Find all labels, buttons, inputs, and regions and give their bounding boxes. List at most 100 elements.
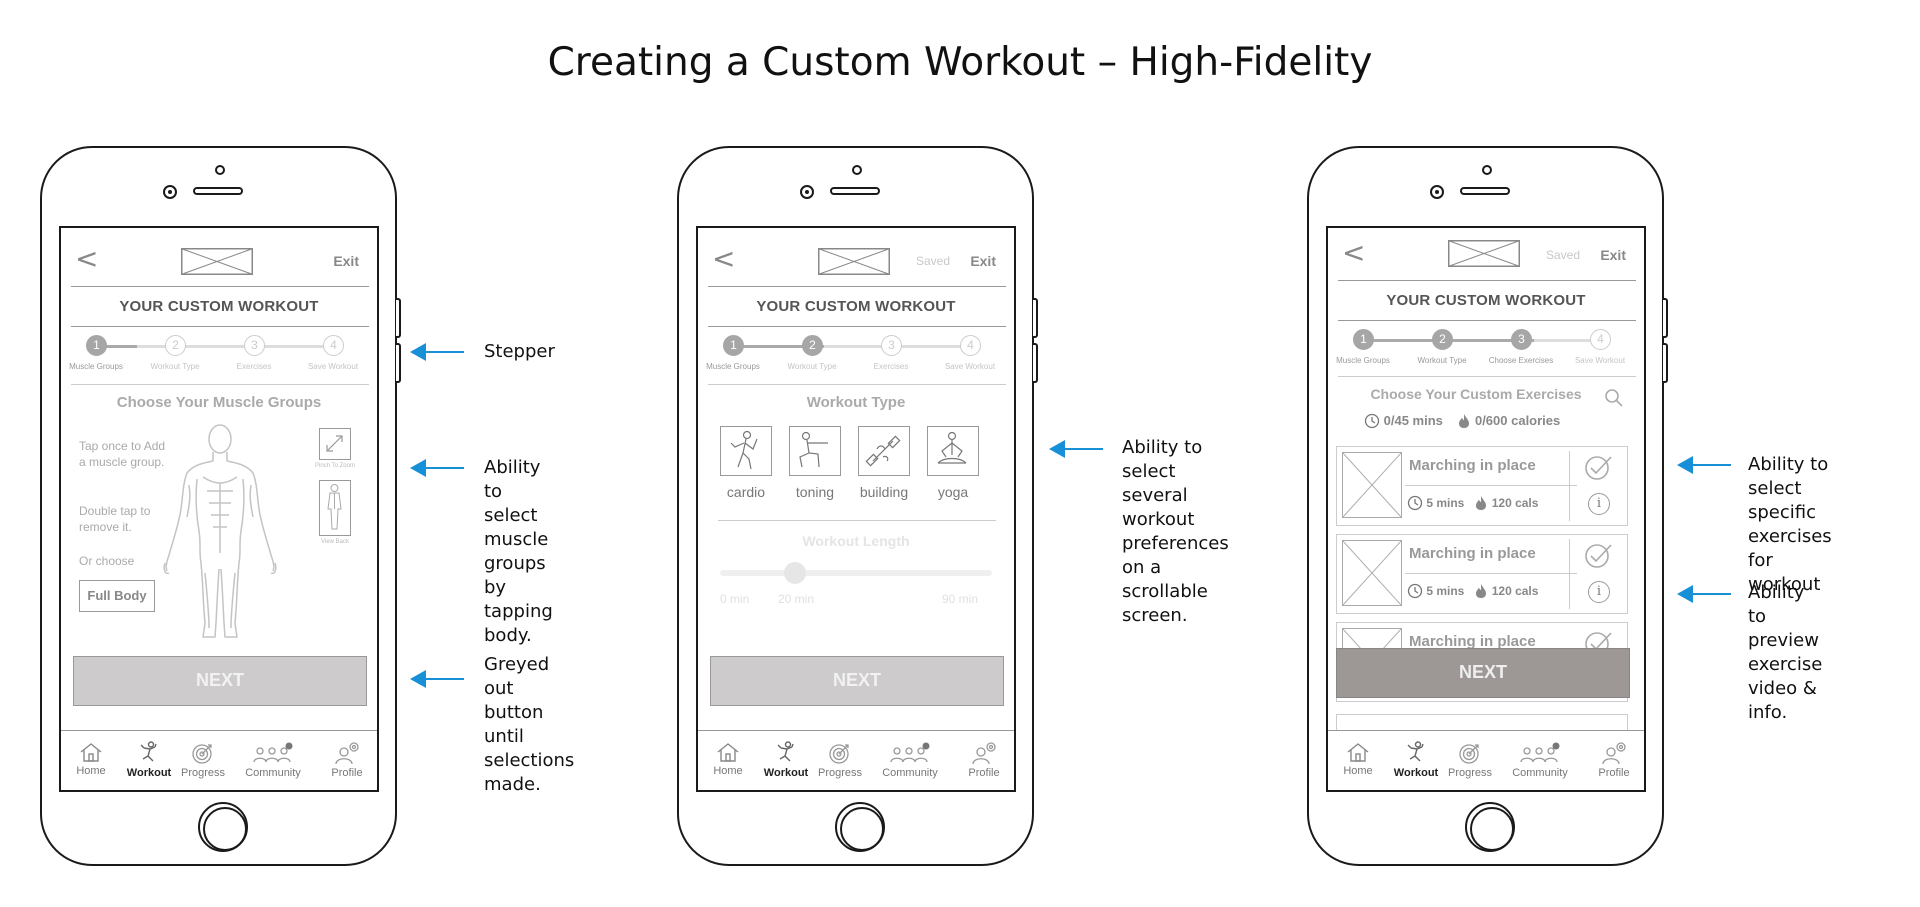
slider-min-label: 0 min bbox=[720, 592, 750, 606]
body-figure-icon[interactable] bbox=[159, 423, 281, 641]
step-4-label: Save Workout bbox=[1574, 356, 1626, 365]
phone-home-button[interactable] bbox=[835, 802, 885, 852]
step-1[interactable]: 1 bbox=[723, 335, 744, 356]
full-body-button[interactable]: Full Body bbox=[79, 580, 155, 612]
exercise-calories: 120 cals bbox=[1491, 584, 1539, 598]
select-checkmark-icon[interactable] bbox=[1583, 453, 1615, 483]
divider bbox=[1338, 376, 1636, 377]
logo-placeholder-icon bbox=[181, 248, 253, 275]
phone-side-button bbox=[1663, 298, 1668, 338]
annotation-text: Ability to select specific exercises for… bbox=[1748, 453, 1832, 597]
step-2[interactable]: 2 bbox=[165, 335, 186, 356]
workout-icon bbox=[777, 741, 794, 762]
annotation-arrow-icon bbox=[410, 670, 464, 688]
nav-community[interactable]: Community bbox=[1510, 741, 1570, 779]
profile-icon bbox=[1602, 742, 1626, 765]
back-button[interactable]: < bbox=[1342, 236, 1366, 269]
workout-type-building-card[interactable] bbox=[858, 426, 910, 476]
nav-community[interactable]: Community bbox=[880, 741, 940, 779]
nav-progress[interactable]: Progress bbox=[173, 741, 233, 779]
back-button[interactable]: < bbox=[712, 242, 736, 275]
exercise-thumbnail-placeholder[interactable] bbox=[1342, 540, 1402, 606]
nav-workout[interactable]: Workout bbox=[756, 741, 816, 779]
exercise-stats: 5 mins 120 cals bbox=[1407, 495, 1538, 511]
annotation-line: exercise video & bbox=[1748, 654, 1823, 699]
nav-home[interactable]: Home bbox=[61, 741, 121, 777]
screen-workout-type: < Saved Exit YOUR CUSTOM WORKOUT 1 2 3 4… bbox=[696, 226, 1016, 792]
nav-community[interactable]: Community bbox=[243, 741, 303, 779]
step-3[interactable]: 3 bbox=[1511, 329, 1532, 350]
exit-button[interactable]: Exit bbox=[1600, 247, 1626, 263]
nav-workout[interactable]: Workout bbox=[119, 741, 179, 779]
saved-status: Saved bbox=[915, 254, 950, 268]
search-icon[interactable] bbox=[1604, 388, 1624, 408]
select-checkmark-icon[interactable] bbox=[1583, 541, 1615, 571]
nav-workout[interactable]: Workout bbox=[1386, 741, 1446, 779]
workout-type-toning-label: toning bbox=[795, 484, 835, 500]
divider bbox=[708, 326, 1006, 327]
stepper: 1 2 3 4 Muscle Groups Workout Type Exerc… bbox=[61, 334, 377, 376]
view-back-button[interactable] bbox=[319, 480, 351, 536]
phone-camera-icon bbox=[1430, 185, 1444, 199]
screen-title: YOUR CUSTOM WORKOUT bbox=[1386, 292, 1586, 309]
exercise-thumbnail-placeholder[interactable] bbox=[1342, 452, 1402, 518]
home-icon bbox=[1347, 743, 1369, 762]
nav-home[interactable]: Home bbox=[698, 741, 758, 777]
annotation-text: Ability to preview exercise video & info… bbox=[1748, 581, 1822, 725]
step-4[interactable]: 4 bbox=[960, 335, 981, 356]
pinch-to-zoom-button[interactable] bbox=[319, 428, 351, 460]
exercise-card[interactable]: Marching in place 5 mins 120 cals i bbox=[1336, 446, 1628, 526]
workout-type-toning-card[interactable] bbox=[789, 426, 841, 476]
step-4[interactable]: 4 bbox=[1590, 329, 1611, 350]
exit-button[interactable]: Exit bbox=[333, 253, 359, 269]
step-2[interactable]: 2 bbox=[802, 335, 823, 356]
workout-length-slider[interactable] bbox=[720, 570, 992, 576]
workout-type-cardio-card[interactable] bbox=[720, 426, 772, 476]
nav-profile[interactable]: Profile bbox=[317, 741, 377, 779]
target-icon bbox=[192, 744, 212, 764]
nav-progress[interactable]: Progress bbox=[1440, 741, 1500, 779]
step-3[interactable]: 3 bbox=[244, 335, 265, 356]
info-icon[interactable]: i bbox=[1588, 493, 1610, 515]
nav-home[interactable]: Home bbox=[1328, 741, 1388, 777]
next-button-disabled[interactable]: NEXT bbox=[73, 656, 367, 706]
flame-icon bbox=[1476, 496, 1487, 510]
phone-side-button bbox=[1663, 343, 1668, 383]
slider-max-label: 90 min bbox=[942, 592, 979, 606]
phone-home-button[interactable] bbox=[1465, 802, 1515, 852]
nav-community-label: Community bbox=[1512, 767, 1568, 779]
step-3[interactable]: 3 bbox=[881, 335, 902, 356]
annotation-line: Ability to select bbox=[1122, 437, 1203, 482]
workout-icon bbox=[140, 741, 157, 762]
workout-type-yoga-card[interactable] bbox=[927, 426, 979, 476]
step-2[interactable]: 2 bbox=[1432, 329, 1453, 350]
step-2-label: Workout Type bbox=[150, 362, 200, 371]
workout-type-cardio-label: cardio bbox=[726, 484, 766, 500]
divider bbox=[1405, 485, 1577, 486]
stepper-line bbox=[97, 345, 137, 348]
flame-icon bbox=[1476, 584, 1487, 598]
nav-progress[interactable]: Progress bbox=[810, 741, 870, 779]
exit-button[interactable]: Exit bbox=[970, 253, 996, 269]
step-4[interactable]: 4 bbox=[323, 335, 344, 356]
next-button[interactable]: NEXT bbox=[1336, 648, 1630, 698]
step-1[interactable]: 1 bbox=[86, 335, 107, 356]
exercise-name: Marching in place bbox=[1409, 457, 1536, 474]
nav-profile[interactable]: Profile bbox=[1584, 741, 1644, 779]
exercise-card[interactable]: Marching in place 5 mins 120 cals i bbox=[1336, 534, 1628, 614]
next-button-disabled[interactable]: NEXT bbox=[710, 656, 1004, 706]
step-1[interactable]: 1 bbox=[1353, 329, 1374, 350]
annotation-arrow-icon bbox=[410, 343, 464, 361]
divider bbox=[708, 384, 1006, 385]
dumbbell-icon bbox=[865, 435, 901, 467]
nav-profile[interactable]: Profile bbox=[954, 741, 1014, 779]
annotation-arrow-icon bbox=[410, 459, 464, 477]
annotation-line: Ability to preview bbox=[1748, 582, 1819, 651]
clock-icon bbox=[1407, 583, 1423, 599]
instruction-tap-once: Tap once to Add a muscle group. bbox=[79, 439, 166, 469]
phone-home-button[interactable] bbox=[198, 802, 248, 852]
info-icon[interactable]: i bbox=[1588, 581, 1610, 603]
phone-camera-icon bbox=[800, 185, 814, 199]
workout-length-slider-knob[interactable] bbox=[784, 562, 806, 584]
back-button[interactable]: < bbox=[75, 242, 99, 275]
